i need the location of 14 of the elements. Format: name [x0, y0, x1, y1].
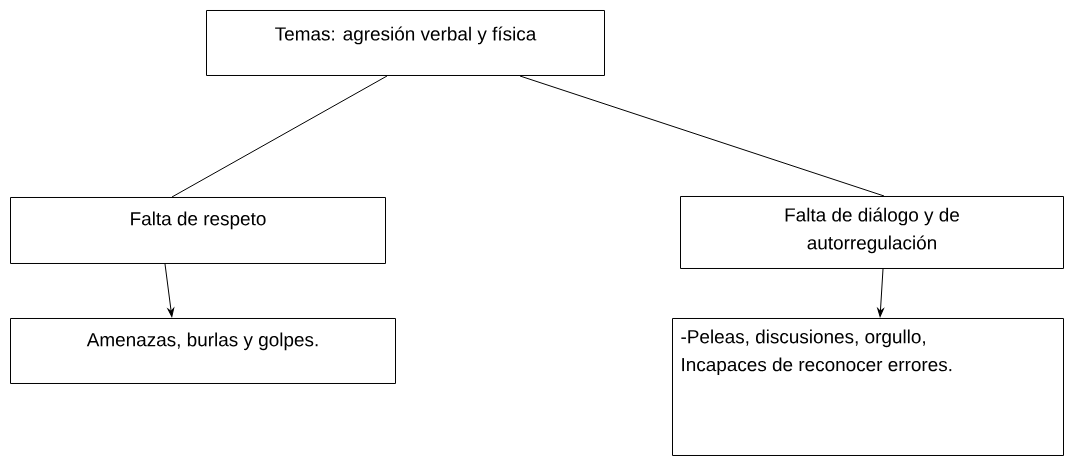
connector-line: [519, 75, 885, 197]
box-text: Falta de diálogo y de autorregulación: [785, 207, 959, 254]
arrow: [877, 268, 884, 318]
text-box: [10, 318, 396, 384]
connector-line: [171, 75, 388, 198]
text-box: [10, 197, 386, 264]
text-box: [206, 10, 605, 76]
box-text: Temas: agresión verbal y física: [275, 26, 537, 45]
text-box: [672, 318, 1064, 456]
text-box: [680, 196, 1064, 269]
arrow: [164, 263, 175, 318]
box-text: Amenazas, burlas y golpes.: [86, 332, 318, 351]
box-text: Falta de respeto: [131, 211, 266, 230]
box-text: -Peleas, discusiones, orgullo, Incapaces de reconocer errores.: [681, 329, 952, 375]
